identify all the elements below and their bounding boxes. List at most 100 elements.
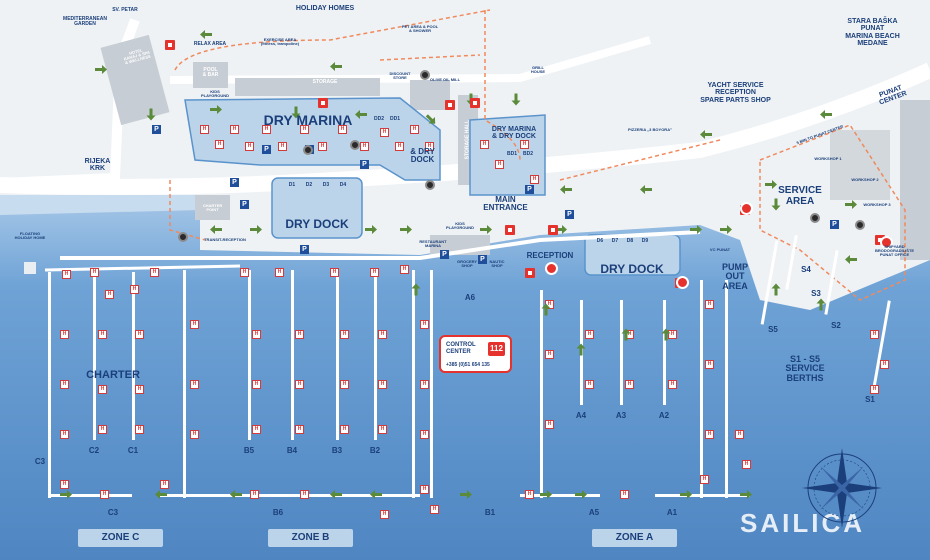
pier-label-c3_side: C3 [34,457,46,466]
berth-marker: H [420,320,429,329]
grocery-shop-label: GROCERY SHOP [456,259,478,269]
olive-oil-mill-label: OLIVE OIL MILL [429,77,461,82]
sea [0,195,930,560]
dm-right-label-0: BD1 [506,151,517,157]
direction-arrow-icon [560,185,572,194]
service-area-label: SERVICE AREA [778,185,822,207]
direction-arrow-icon [425,114,436,124]
berth-marker: H [420,380,429,389]
pier-label-s1: S1 [865,395,875,404]
berth-marker: H [430,505,439,514]
parking-icon: P [230,178,239,187]
dry-marina-right-label: DRY MARINA & DRY DOCK [491,126,537,141]
berth-marker: H [295,330,304,339]
pool-bar-building [193,62,228,88]
crane-icon [425,180,435,190]
sv-petar-label: SV. PETAR [112,7,138,13]
main-quay [60,230,701,260]
berth-marker: H [545,350,554,359]
walking-path [169,9,721,241]
dry-marina-marker: H [278,142,287,151]
pier-long-6 [725,280,728,498]
berth-marker: H [668,380,677,389]
pier-label-b2: B2 [369,446,381,455]
direction-arrow-icon [816,298,826,311]
pier-label-b6: B6 [272,508,284,517]
berth-marker: H [340,425,349,434]
berth-marker: H [60,330,69,339]
dry-marina-marker: H [410,125,419,134]
dm-top-label-0: DD2 [373,116,384,122]
berth-marker: H [870,385,879,394]
berth-marker: H [585,380,594,389]
zone-b: ZONE B [268,529,353,547]
pier-long-3 [430,270,433,498]
restaurant-icon [470,98,480,108]
pier-label-b3: B3 [331,446,343,455]
direction-arrow-icon [250,225,262,234]
dry-marina-area [184,97,441,181]
pizzeria-label: PIZZERIA „3 BOYORA" [628,127,672,132]
charter-point-building [195,195,230,220]
berth-marker: H [668,330,677,339]
dry-marina-marker: H [262,125,271,134]
dry-marina-marker: H [360,142,369,151]
direction-arrow-icon [845,200,857,209]
berth-marker: H [105,290,114,299]
parking-icon: P [300,245,309,254]
berth-marker: H [705,430,714,439]
holiday-homes-label: HOLIDAY HOMES [295,5,355,12]
dry-marina-marker: H [480,140,489,149]
helipad-icon [545,262,558,275]
direction-arrow-icon [330,62,342,71]
dry-marina-marker: H [300,125,309,134]
direction-arrow-icon [690,225,702,234]
berth-marker: H [135,425,144,434]
dry-marina-marker: H [425,142,434,151]
direction-arrow-icon [765,180,777,189]
helipad-icon [880,236,893,249]
berth-marker: H [62,270,71,279]
discount-store-label: DISCOUNT STORE [389,71,411,81]
berth-marker: H [60,480,69,489]
dry-marina-marker: H [520,140,529,149]
pier-b5 [248,270,251,440]
shipyard-label: SHIPYARD BRODOGRADILIŠTE PUNAT OFFICE [874,244,915,258]
direction-arrow-icon [370,490,382,499]
berth-marker: H [252,425,261,434]
crane-icon [420,70,430,80]
exercise-area-label: EXERCISE AREA (fitness, trampoline) [260,37,300,47]
berth-marker: H [295,380,304,389]
direction-arrow-icon [771,198,781,211]
direction-arrow-icon [460,490,472,499]
pier-bottom-2 [520,494,600,497]
berth-marker: H [420,430,429,439]
storage-hall-label: STORAGE HALL [464,119,471,160]
pier-label-s5: S5 [768,325,778,334]
dd-right-label-2: D8 [626,238,634,244]
direction-arrow-icon [210,105,222,114]
pier-long-4 [540,290,543,498]
berth-marker: H [378,330,387,339]
direction-arrow-icon [230,490,242,499]
berth-marker: H [135,330,144,339]
zone-c: ZONE C [78,529,163,547]
berth-marker: H [135,385,144,394]
parking-icon: P [565,210,574,219]
pier-label-a2: A2 [658,411,670,420]
olive-mill-building [410,80,450,110]
workshop1-label: WORKSHOP 1 [814,156,842,161]
dry-marina-marker: H [200,125,209,134]
storage-building [235,78,380,96]
dry-marina-marker: H [318,142,327,151]
charter-point-label: CHARTER POINT [202,203,223,213]
stara-baska-label: STARA BAŠKA PUNAT MARINA BEACH MEDANE [845,18,900,48]
pier-c2 [93,272,96,440]
relax-area-label: RELAX AREA [193,41,227,47]
dry-marina-small-label: & DRY DOCK [410,147,435,165]
berth-marker: H [742,460,751,469]
dm-top-label-1: DD1 [389,116,400,122]
dd-left-label-1: D2 [305,182,313,188]
restaurant-icon [525,268,535,278]
